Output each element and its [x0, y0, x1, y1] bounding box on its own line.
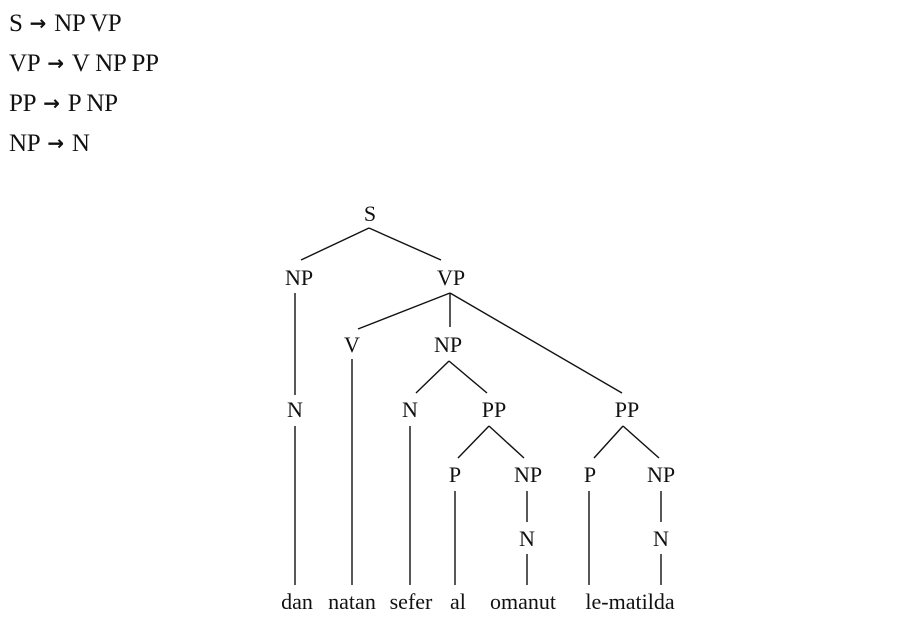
rule-rhs: V NP PP: [71, 50, 159, 77]
node-n-subject: N: [287, 397, 303, 422]
tree-words: dan natan sefer al omanut le-matilda: [281, 589, 675, 614]
word-al: al: [450, 589, 466, 614]
rule-lhs: VP: [9, 50, 41, 77]
edge-pp-np: [488, 425, 525, 459]
node-n-inner: N: [519, 526, 535, 551]
node-vp: VP: [437, 265, 465, 290]
grammar-rule: NP→ N: [9, 124, 159, 164]
arrow-icon: →: [47, 51, 64, 75]
word-dan: dan: [281, 589, 313, 614]
tree-nodes: S NP VP V NP N N PP PP P NP P NP N N: [285, 201, 675, 551]
edge-pp2-np: [622, 425, 660, 459]
node-np-object: NP: [434, 332, 462, 357]
edge-pp-p: [457, 425, 490, 459]
arrow-icon: →: [29, 11, 47, 35]
rule-lhs: PP: [9, 90, 37, 117]
node-pp-outer: PP: [615, 397, 639, 422]
grammar-rule: S→ NP VP: [9, 4, 159, 44]
arrow-icon: →: [47, 131, 64, 155]
grammar-rule: PP→ P NP: [9, 84, 159, 124]
edge-np-n2: [415, 360, 450, 394]
node-np-inner: NP: [514, 462, 542, 487]
word-sefer: sefer: [390, 589, 433, 614]
word-le-matilda: le-matilda: [585, 589, 674, 614]
arrow-icon: →: [43, 91, 60, 115]
node-s: S: [364, 201, 376, 226]
rule-lhs: S: [9, 10, 23, 37]
edge-vp-pp: [449, 292, 623, 394]
rule-rhs: NP VP: [54, 10, 122, 37]
rule-lhs: NP: [9, 130, 41, 157]
rule-rhs: P NP: [67, 90, 118, 117]
word-natan: natan: [328, 589, 376, 614]
node-np-subject: NP: [285, 265, 313, 290]
node-n-object: N: [402, 397, 418, 422]
node-v: V: [344, 332, 360, 357]
node-np-outer: NP: [647, 462, 675, 487]
edge-np-pp: [448, 360, 488, 394]
grammar-rule: VP→ V NP PP: [9, 44, 159, 84]
word-omanut: omanut: [490, 589, 556, 614]
grammar-rules: S→NP VP VP→V NP PP PP→P NP NP→N: [9, 4, 159, 164]
node-pp-inner: PP: [482, 397, 506, 422]
node-p-outer: P: [584, 462, 596, 487]
edge-s-vp: [368, 227, 442, 261]
node-p-inner: P: [449, 462, 461, 487]
edge-s-np: [300, 227, 370, 261]
edge-pp2-p: [593, 425, 624, 459]
node-n-outer: N: [653, 526, 669, 551]
edge-vp-v: [357, 292, 451, 330]
rule-rhs: N: [71, 130, 90, 157]
tree-edges: [294, 227, 662, 585]
